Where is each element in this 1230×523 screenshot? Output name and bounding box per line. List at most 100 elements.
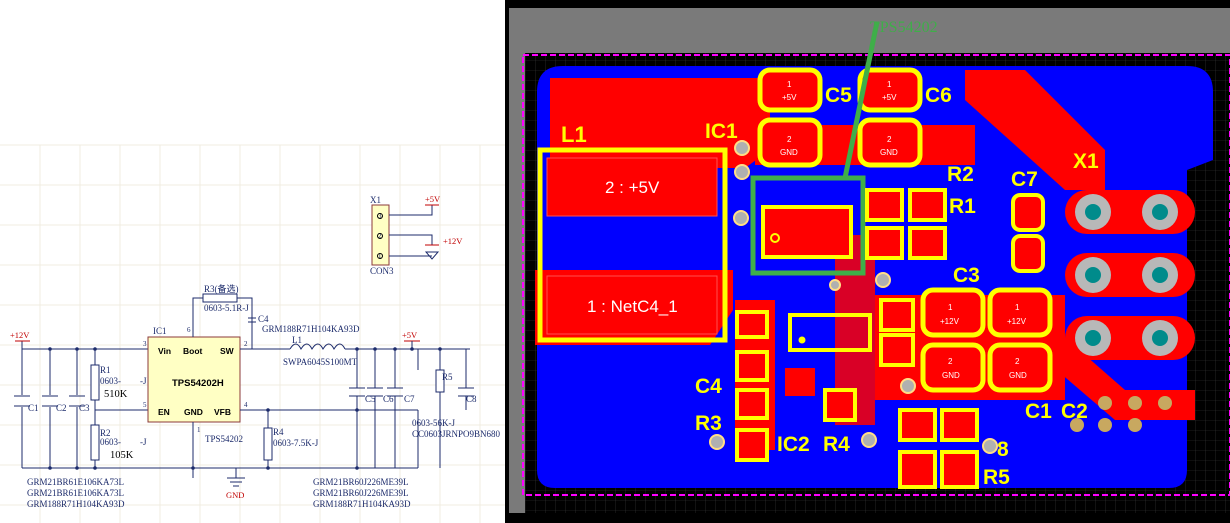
input-part-1: GRM21BR61E106KA73L <box>27 477 124 487</box>
top-copper-l1-region <box>550 78 770 168</box>
cap-c7 <box>387 387 403 397</box>
c-adjacent-pad-1 <box>987 287 1053 338</box>
resistor-r2 <box>90 424 100 461</box>
tps54202-callout: TPS54202 <box>870 19 938 36</box>
x1-part: CON3 <box>370 266 394 276</box>
cap-c5-label: C5 <box>365 394 376 404</box>
x1-5v-label: +5V <box>425 194 441 204</box>
r5-pad-a <box>898 408 937 442</box>
cap-c7-label: C7 <box>404 394 415 404</box>
r5-silk-label: R5 <box>983 466 1010 489</box>
c1-c2-holes <box>1070 396 1172 432</box>
ic2-pin1-marker <box>798 336 806 344</box>
ic1-pinnum-gnd: 1 <box>197 426 201 434</box>
input-part-2: GRM21BR61E106KA73L <box>27 488 124 498</box>
ic1-pin1-marker <box>770 233 780 243</box>
c3-pad-1 <box>920 287 986 338</box>
l1-pad-1 <box>546 275 718 335</box>
x1-pin3: 3 <box>378 212 382 220</box>
ic1-symbol: IC1 Vin Boot SW TPS54202H EN GND VFB TPS… <box>143 326 248 444</box>
ic1-pin-en: EN <box>158 407 170 417</box>
ic1-pin-sw: SW <box>220 346 235 356</box>
tps54202-callout-line <box>842 21 880 179</box>
r2-value-a: 0603- <box>100 437 121 447</box>
l1-ref: L1 <box>292 335 302 345</box>
r1-ref: R1 <box>100 365 111 375</box>
c5-pad-1 <box>757 67 823 113</box>
c4-pad-a <box>735 310 769 339</box>
input-part-3: GRM188R71H104KA93D <box>27 499 125 509</box>
ic1-pinnum-en: 5 <box>143 401 147 409</box>
r5-pad-d <box>940 450 979 489</box>
x1-through-holes <box>1075 194 1178 356</box>
l1-outline <box>537 147 728 343</box>
ic1-value: TPS54202 <box>205 434 243 444</box>
ic1-pin-boot: Boot <box>183 346 203 356</box>
x1-pin1: 1 <box>378 252 382 260</box>
small-pad-b <box>879 333 915 367</box>
c5-pad-2 <box>757 117 823 168</box>
top-copper-5v-trace <box>965 70 1105 190</box>
resistor-r3 <box>202 293 238 303</box>
c7-pad-a <box>1011 193 1045 232</box>
c2-silk-label: C2 <box>1061 400 1088 423</box>
r1-value-c: 510K <box>104 389 128 400</box>
ic2-footprint <box>788 313 872 352</box>
r1-value-a: 0603- <box>100 376 121 386</box>
c5-silk-label: C5 <box>825 84 852 107</box>
r1-silk-label: R1 <box>949 195 976 218</box>
x1-silk-label: X1 <box>1073 150 1099 173</box>
cap-c8-label: C8 <box>466 394 477 404</box>
c6-pin2-net: GND <box>880 148 898 157</box>
c3-pad-2 <box>920 342 986 393</box>
l1-pad-1-label: 1 : NetC4_1 <box>587 297 678 316</box>
ic1-pinnum-vfb: 4 <box>244 401 248 409</box>
r2-silk-label: R2 <box>947 163 974 186</box>
pcb-grey-margin-left <box>509 53 525 513</box>
cap-c6 <box>367 387 383 397</box>
ic1-pin-gnd: GND <box>184 407 203 417</box>
c6-pin2-num: 2 <box>887 135 892 144</box>
l1-silk-label: L1 <box>561 122 587 147</box>
r2-ref: R2 <box>100 428 111 438</box>
cap-c1-label: C1 <box>28 403 39 413</box>
c3-pin2-num: 2 <box>948 357 953 366</box>
c4-silk-label: C4 <box>695 375 722 398</box>
inductor-l1 <box>289 343 346 351</box>
c4-pad-b <box>735 350 769 382</box>
resistor-r5 <box>435 369 445 393</box>
small-pad-a <box>879 298 915 332</box>
ic1-pin-vin: Vin <box>158 346 171 356</box>
r5-pad-c <box>898 450 937 489</box>
cap-c1 <box>14 395 30 407</box>
r3-pad-b <box>735 428 769 462</box>
r1-pad-b <box>908 188 947 222</box>
r2-value-b: -J <box>140 437 147 447</box>
c6-pad-2 <box>857 117 923 168</box>
c3-pin2-net: GND <box>942 371 960 380</box>
c7-pad-b <box>1011 234 1045 273</box>
r2-value-c: 105K <box>110 450 134 461</box>
r3-ref: R3(备选) <box>204 283 239 294</box>
cap-c5 <box>349 387 365 397</box>
c3-pin1-net: +12V <box>940 317 960 326</box>
schematic-panel: X1 CON3 3 2 1 +5V +12V +12V C1 C2 <box>0 144 505 523</box>
c3-pin1-num: 1 <box>948 303 953 312</box>
x1-pin2: 2 <box>378 232 382 240</box>
cap-c3-label: C3 <box>79 403 90 413</box>
cap-c8 <box>458 387 474 397</box>
ic1-pinnum-vin: 3 <box>143 340 147 348</box>
r5-value: 0603-56K-J <box>412 418 455 428</box>
eight-silk-label: 8 <box>997 438 1009 461</box>
cap-c4 <box>248 317 256 323</box>
c8-value: CC0603JRNPO9BN680 <box>412 429 501 439</box>
cap-c2 <box>42 395 58 407</box>
l1-pad-2 <box>546 157 718 217</box>
c-adjacent-pad-2 <box>987 342 1053 393</box>
resistor-r4 <box>263 427 273 461</box>
gnd-label: GND <box>226 490 244 500</box>
r1-value-b: -J <box>140 376 147 386</box>
ic1-part: TPS54202H <box>172 378 224 389</box>
resistor-r1 <box>90 364 100 401</box>
c4-value: GRM188R71H104KA93D <box>262 324 360 334</box>
